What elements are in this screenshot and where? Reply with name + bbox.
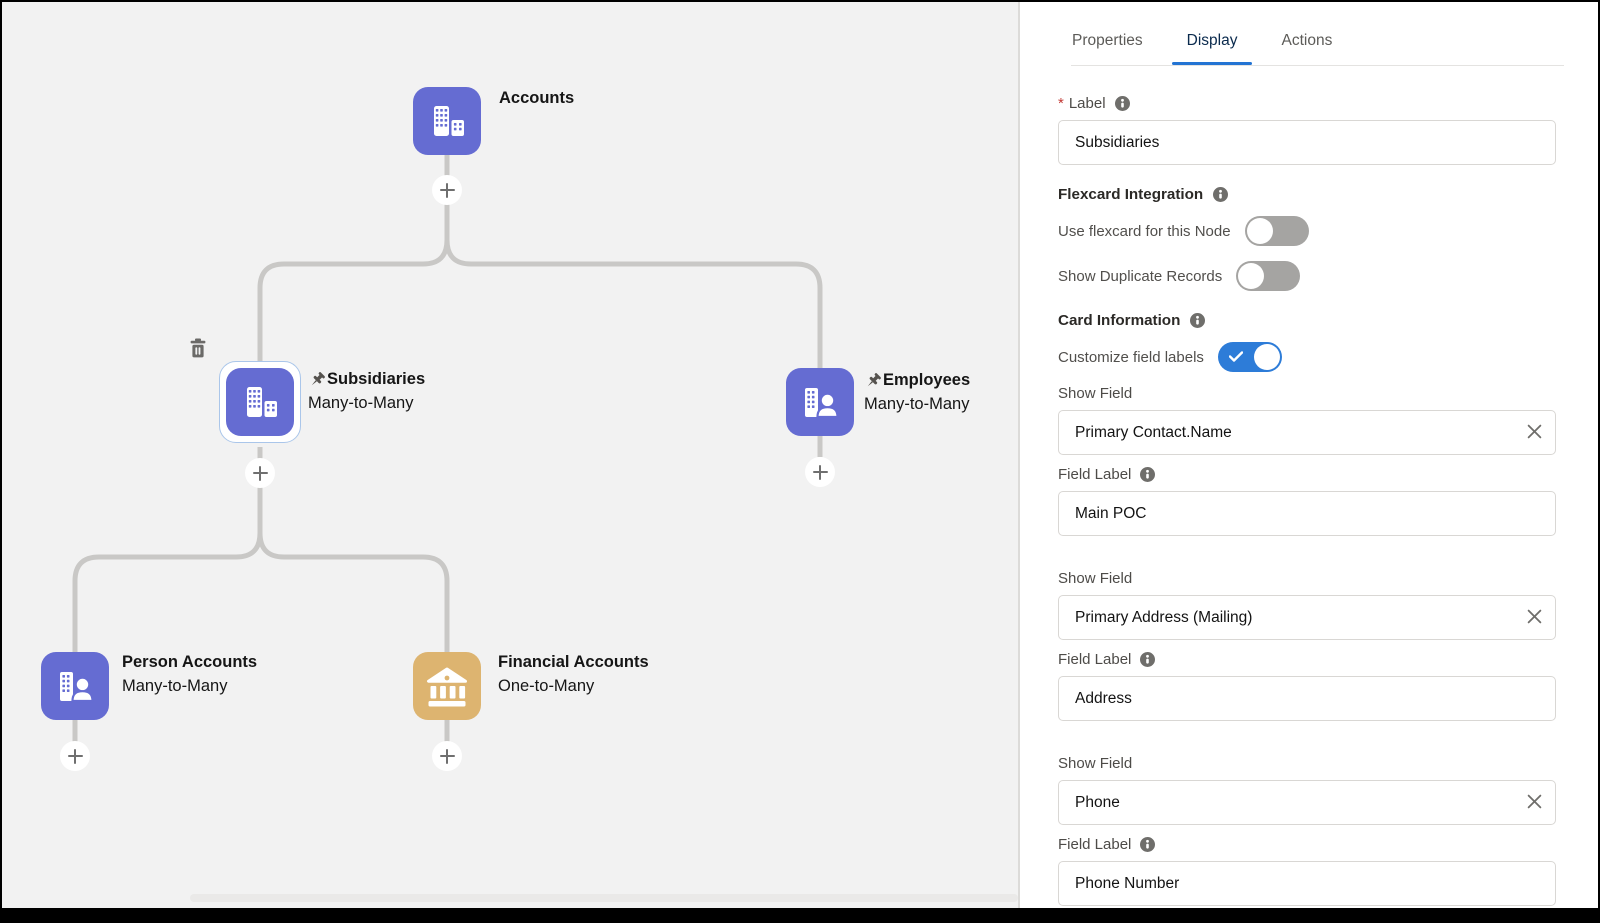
delete-node-button[interactable] — [188, 338, 208, 363]
info-icon — [1140, 652, 1156, 667]
node-financial-accounts[interactable] — [413, 652, 481, 720]
node-label-person-accounts: Person Accounts Many-to-Many — [122, 653, 258, 695]
building-person-icon — [60, 672, 94, 703]
info-icon — [1114, 96, 1130, 111]
tab-actions[interactable]: Actions — [1281, 32, 1332, 65]
label-input[interactable] — [1058, 120, 1556, 165]
connector-lines — [72, 155, 823, 743]
pin-icon — [867, 373, 881, 387]
card-info-section-title: Card Information — [1058, 312, 1556, 329]
field-label-info-button[interactable] — [1140, 652, 1156, 667]
clear-field-button[interactable] — [1527, 424, 1542, 439]
node-label-accounts: Accounts — [499, 89, 575, 107]
clear-field-button[interactable] — [1527, 794, 1542, 809]
trash-icon — [190, 338, 206, 358]
show-duplicates-row: Show Duplicate Records — [1058, 261, 1556, 291]
pin-icon — [311, 372, 325, 386]
show-field-input[interactable] — [1058, 780, 1556, 825]
add-child-node-button[interactable] — [432, 741, 462, 771]
tab-properties[interactable]: Properties — [1072, 32, 1143, 65]
info-icon — [1190, 313, 1206, 328]
field-label-input[interactable] — [1058, 491, 1556, 536]
field-label-label: Field Label — [1058, 836, 1556, 853]
bank-icon — [427, 667, 467, 707]
field-label-input[interactable] — [1058, 676, 1556, 721]
field-label-label: Field Label — [1058, 651, 1556, 668]
field-label-info-button[interactable] — [1140, 837, 1156, 852]
tab-display[interactable]: Display — [1171, 32, 1253, 65]
node-label-subsidiaries: Subsidiaries Many-to-Many — [308, 370, 426, 412]
customize-labels-row: Customize field labels — [1058, 342, 1556, 372]
add-child-node-button[interactable] — [805, 457, 835, 487]
add-child-node-button[interactable] — [245, 458, 275, 488]
close-icon — [1527, 424, 1542, 439]
flexcard-info-button[interactable] — [1213, 187, 1229, 202]
buildings-icon — [434, 106, 464, 136]
building-person-icon — [805, 388, 839, 419]
field-label-input[interactable] — [1058, 861, 1556, 906]
label-info-button[interactable] — [1114, 96, 1130, 111]
node-employees[interactable] — [786, 368, 854, 436]
node-settings-panel: Properties Display Actions * Label Flexc… — [1018, 2, 1598, 908]
show-duplicate-records-toggle[interactable] — [1236, 261, 1301, 291]
node-label-financial-accounts: Financial Accounts One-to-Many — [498, 653, 649, 695]
check-icon — [1228, 351, 1243, 362]
tabs-divider — [1071, 65, 1564, 66]
show-field-label: Show Field — [1058, 755, 1133, 772]
info-icon — [1213, 187, 1229, 202]
show-field-input[interactable] — [1058, 410, 1556, 455]
node-subsidiaries[interactable] — [219, 361, 301, 443]
info-icon — [1140, 467, 1156, 482]
card-info-info-button[interactable] — [1190, 313, 1206, 328]
close-icon — [1527, 794, 1542, 809]
node-person-accounts[interactable] — [41, 652, 109, 720]
info-icon — [1140, 837, 1156, 852]
diagram-canvas: Accounts — [2, 2, 1018, 908]
show-field-label: Show Field — [1058, 385, 1133, 402]
add-child-node-button[interactable] — [432, 175, 462, 205]
close-icon — [1527, 609, 1542, 624]
show-field-input[interactable] — [1058, 595, 1556, 640]
node-label-employees: Employees Many-to-Many — [864, 371, 971, 413]
add-child-node-button[interactable] — [60, 741, 90, 771]
buildings-icon — [247, 387, 277, 417]
panel-tabs: Properties Display Actions — [1058, 32, 1556, 65]
horizontal-scrollbar[interactable] — [190, 894, 1018, 902]
use-flexcard-row: Use flexcard for this Node — [1058, 216, 1556, 246]
field-label-info-button[interactable] — [1140, 467, 1156, 482]
clear-field-button[interactable] — [1527, 609, 1542, 624]
label-field-label: * Label — [1058, 95, 1556, 112]
show-field-label: Show Field — [1058, 570, 1133, 587]
field-label-label: Field Label — [1058, 466, 1556, 483]
customize-field-labels-toggle[interactable] — [1217, 342, 1282, 372]
flexcard-section-title: Flexcard Integration — [1058, 186, 1556, 203]
use-flexcard-toggle[interactable] — [1244, 216, 1309, 246]
node-accounts[interactable] — [413, 87, 481, 155]
